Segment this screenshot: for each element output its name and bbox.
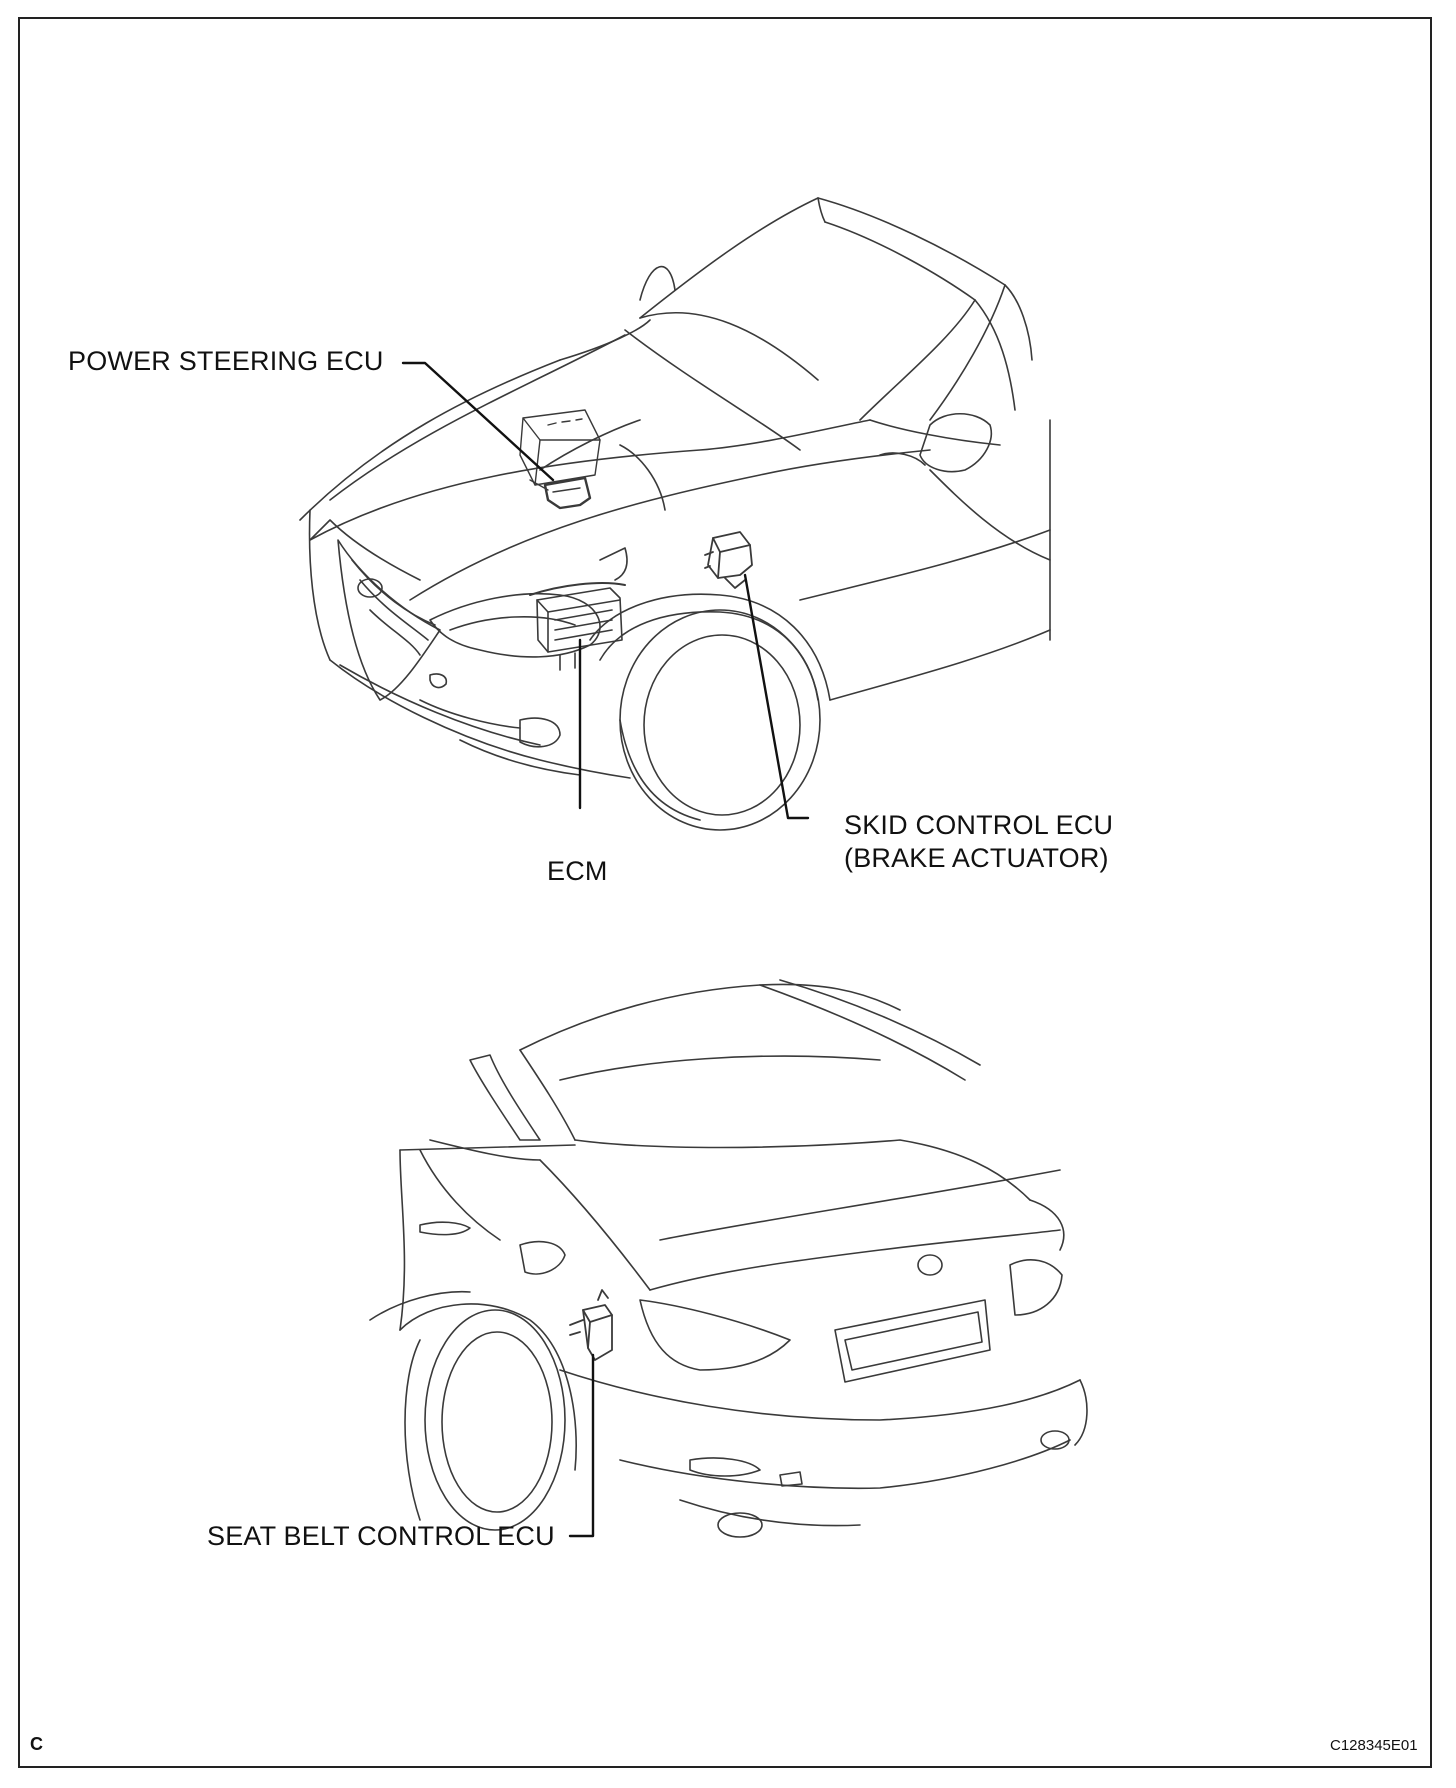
brake-actuator-label: (BRAKE ACTUATOR) [844, 843, 1109, 873]
ecm-component [529, 547, 628, 671]
power-steering-ecu-component [519, 409, 601, 510]
skid-control-ecu-label: SKID CONTROL ECU [844, 810, 1114, 840]
corner-mark: C [30, 1734, 43, 1754]
seat-belt-control-ecu-component [569, 1289, 613, 1361]
power-steering-leader-line [401, 361, 555, 482]
leader-lines [401, 361, 810, 1538]
ecm-label: ECM [547, 856, 608, 886]
figure-frame [18, 17, 1432, 1768]
power-steering-ecu-label: POWER STEERING ECU [68, 346, 384, 376]
front-car-outline [299, 197, 1051, 831]
skid-control-leader-line [743, 573, 810, 820]
skid-control-ecu-component [704, 531, 753, 589]
figure-code: C128345E01 [1330, 1737, 1418, 1754]
rear-car-outline [369, 979, 1088, 1538]
seat-belt-control-ecu-label: SEAT BELT CONTROL ECU [207, 1521, 555, 1551]
seat-belt-leader-line [568, 1353, 595, 1538]
